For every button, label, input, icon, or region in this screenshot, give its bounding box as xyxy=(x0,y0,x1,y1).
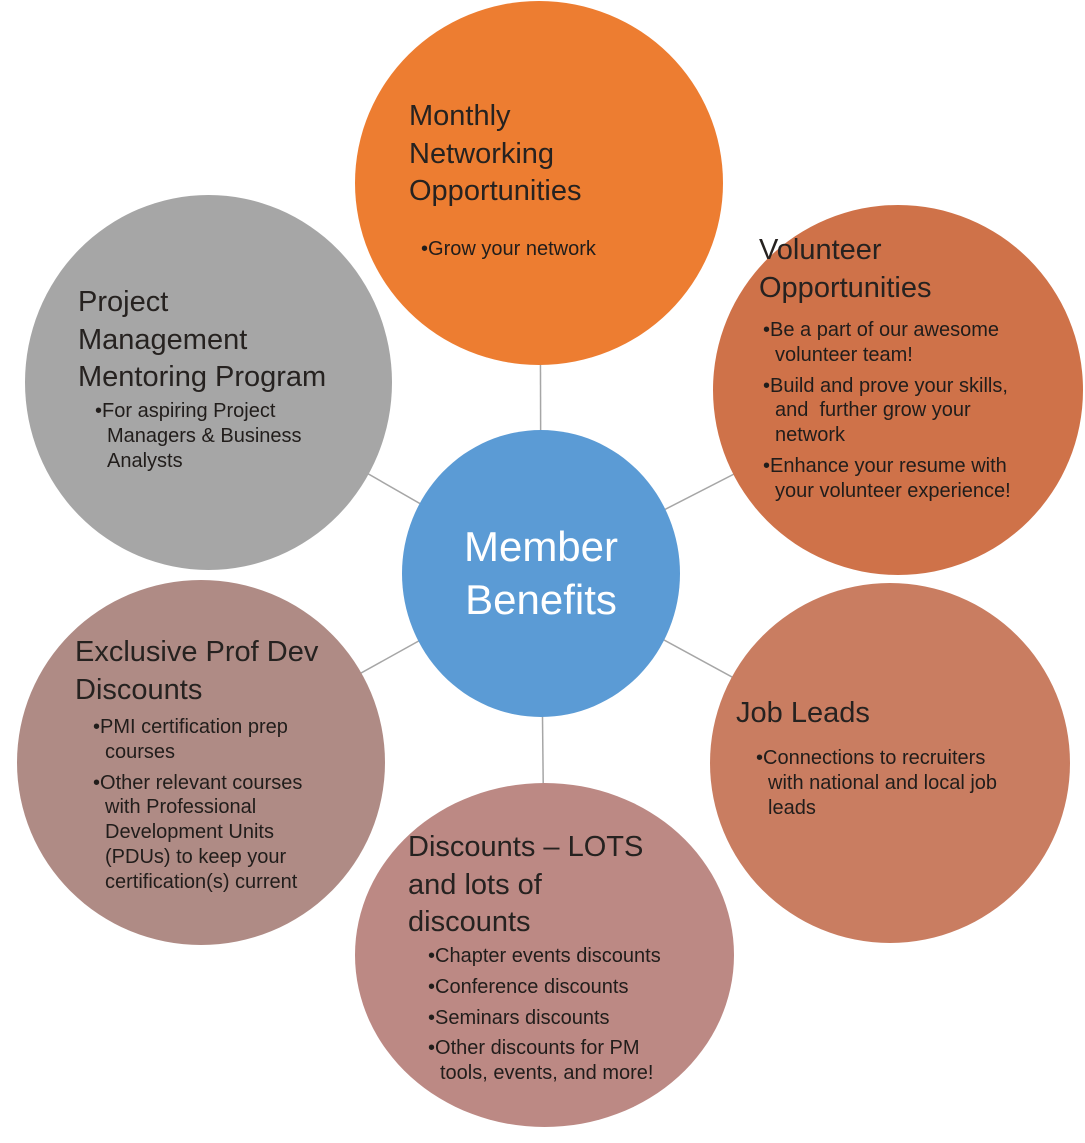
bullet-item: Enhance your resume with your volunteer … xyxy=(763,454,1019,504)
circle-title: Volunteer Opportunities xyxy=(759,234,932,304)
bullet-list: Grow your network xyxy=(421,237,681,268)
circle-title: Discounts – LOTS and lots of discounts xyxy=(408,831,644,939)
bullet-item: Other relevant courses with Professional… xyxy=(93,771,335,895)
bullet-item: Other discounts for PM tools, events, an… xyxy=(428,1036,690,1086)
circle-volunteer-opportunities: Volunteer Opportunities Be a part of our… xyxy=(713,205,1083,575)
bullet-item: For aspiring Project Managers & Business… xyxy=(95,399,345,473)
circle-title: Exclusive Prof Dev Discounts xyxy=(75,636,319,706)
bullet-list: Connections to recruiters with national … xyxy=(756,746,1008,826)
bullet-item: Connections to recruiters with national … xyxy=(756,746,1008,820)
circle-title: Job Leads xyxy=(736,697,870,729)
bullet-item: Chapter events discounts xyxy=(428,944,690,969)
center-label: Member Benefits xyxy=(463,522,619,623)
center-circle-member-benefits: Member Benefits xyxy=(402,430,680,717)
circle-prof-dev-discounts: Exclusive Prof Dev Discounts PMI certifi… xyxy=(17,580,385,945)
bullet-list: PMI certification prep courses Other rel… xyxy=(93,715,335,901)
bullet-list: Chapter events discounts Conference disc… xyxy=(428,944,690,1092)
bullet-item: Build and prove your skills, and further… xyxy=(763,374,1019,448)
circle-monthly-networking: Monthly Networking Opportunities Grow yo… xyxy=(355,1,723,365)
bullet-item: Be a part of our awesome volunteer team! xyxy=(763,318,1019,368)
bullet-list: Be a part of our awesome volunteer team!… xyxy=(763,318,1019,510)
bullet-list: For aspiring Project Managers & Business… xyxy=(95,399,345,479)
bullet-item: Grow your network xyxy=(421,237,681,262)
circle-mentoring-program: Project Management Mentoring Program For… xyxy=(25,195,392,570)
circle-title: Project Management Mentoring Program xyxy=(78,286,327,394)
bullet-item: Seminars discounts xyxy=(428,1006,690,1031)
circle-title: Monthly Networking Opportunities xyxy=(409,100,582,208)
bullet-item: Conference discounts xyxy=(428,975,690,1000)
circle-discounts: Discounts – LOTS and lots of discounts C… xyxy=(355,783,734,1127)
bullet-item: PMI certification prep courses xyxy=(93,715,335,765)
circle-job-leads: Job Leads Connections to recruiters with… xyxy=(710,583,1070,943)
